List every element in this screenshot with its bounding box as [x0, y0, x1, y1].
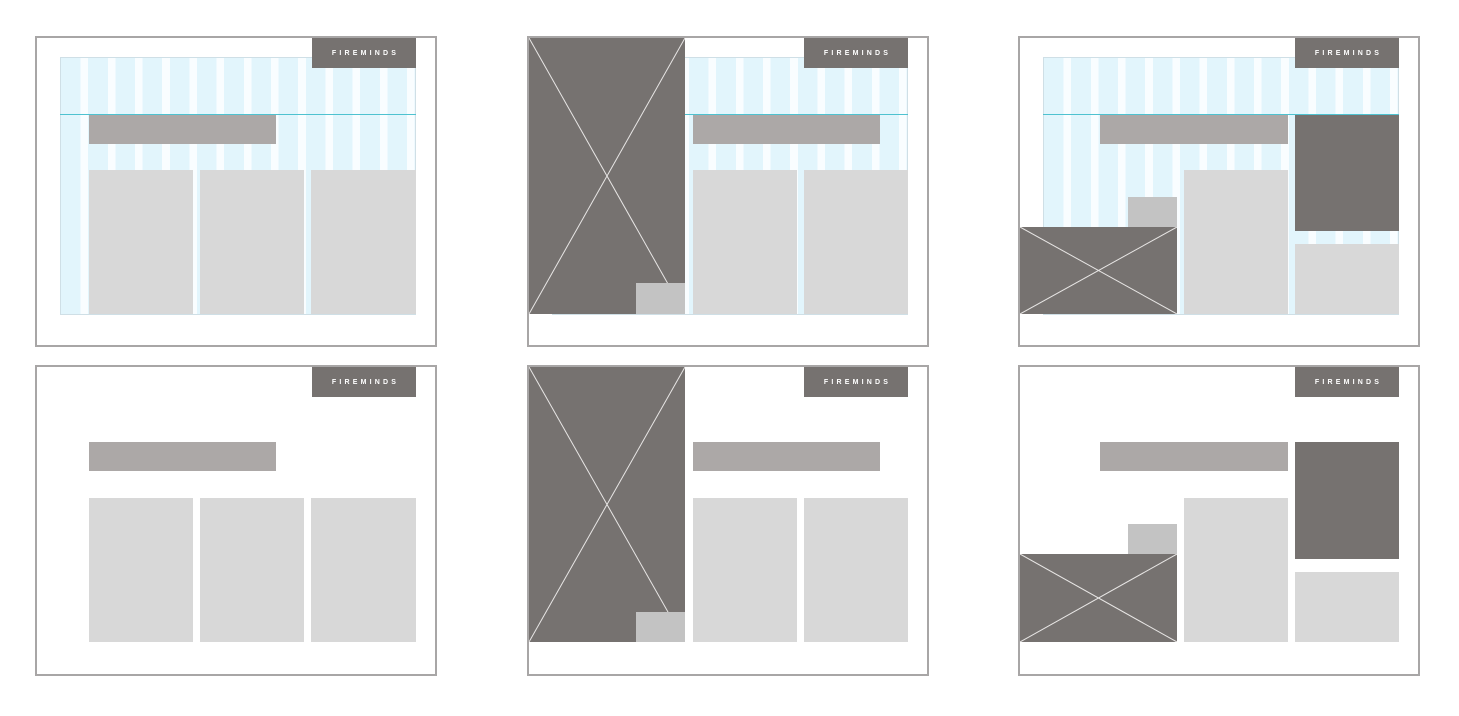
- caption-box: [1128, 524, 1177, 554]
- content-card: [311, 498, 416, 642]
- layout-panel-asymmetric: FIREMINDS: [1018, 365, 1420, 676]
- layout-panel-three-column: FIREMINDS: [35, 365, 437, 676]
- content-card: [1184, 498, 1288, 642]
- content-card: [200, 498, 304, 642]
- firemind-logo: FIREMINDS: [312, 367, 416, 397]
- headline-placeholder: [1100, 115, 1288, 144]
- layout-panel-three-column-grid: FIREMINDS: [35, 36, 437, 347]
- content-card: [693, 170, 797, 314]
- firemind-logo: FIREMINDS: [1295, 38, 1399, 68]
- layout-panel-image-left: FIREMINDS: [527, 365, 929, 676]
- image-placeholder: [1020, 554, 1177, 642]
- layout-panel-asymmetric-grid: FIREMINDS: [1018, 36, 1420, 347]
- image-placeholder-cross-icon: [529, 38, 685, 314]
- image-placeholder-cross-icon: [529, 367, 685, 642]
- firemind-logo: FIREMINDS: [804, 38, 908, 68]
- firemind-logo: FIREMINDS: [804, 367, 908, 397]
- grid-baseline: [60, 114, 416, 115]
- headline-placeholder: [89, 442, 276, 471]
- firemind-logo: FIREMINDS: [312, 38, 416, 68]
- feature-image-block: [1295, 442, 1399, 559]
- image-placeholder: [529, 38, 685, 314]
- firemind-logo: FIREMINDS: [1295, 367, 1399, 397]
- content-card: [1295, 572, 1399, 642]
- content-card: [311, 170, 416, 314]
- caption-box: [1128, 197, 1177, 227]
- grid-baseline: [685, 114, 908, 115]
- layout-panel-image-left-grid: FIREMINDS: [527, 36, 929, 347]
- content-card: [804, 170, 908, 314]
- headline-placeholder: [1100, 442, 1288, 471]
- content-card: [804, 498, 908, 642]
- feature-image-block: [1295, 115, 1399, 231]
- content-card: [693, 498, 797, 642]
- image-placeholder: [1020, 227, 1177, 314]
- grid-baseline: [1043, 114, 1399, 115]
- content-card: [89, 170, 193, 314]
- image-placeholder-cross-icon: [1020, 227, 1177, 314]
- content-card: [1295, 244, 1399, 314]
- headline-placeholder: [693, 115, 880, 144]
- headline-placeholder: [693, 442, 880, 471]
- content-card: [200, 170, 304, 314]
- caption-box: [636, 283, 685, 314]
- content-card: [89, 498, 193, 642]
- content-card: [1184, 170, 1288, 314]
- image-placeholder: [529, 367, 685, 642]
- headline-placeholder: [89, 115, 276, 144]
- caption-box: [636, 612, 685, 642]
- image-placeholder-cross-icon: [1020, 554, 1177, 642]
